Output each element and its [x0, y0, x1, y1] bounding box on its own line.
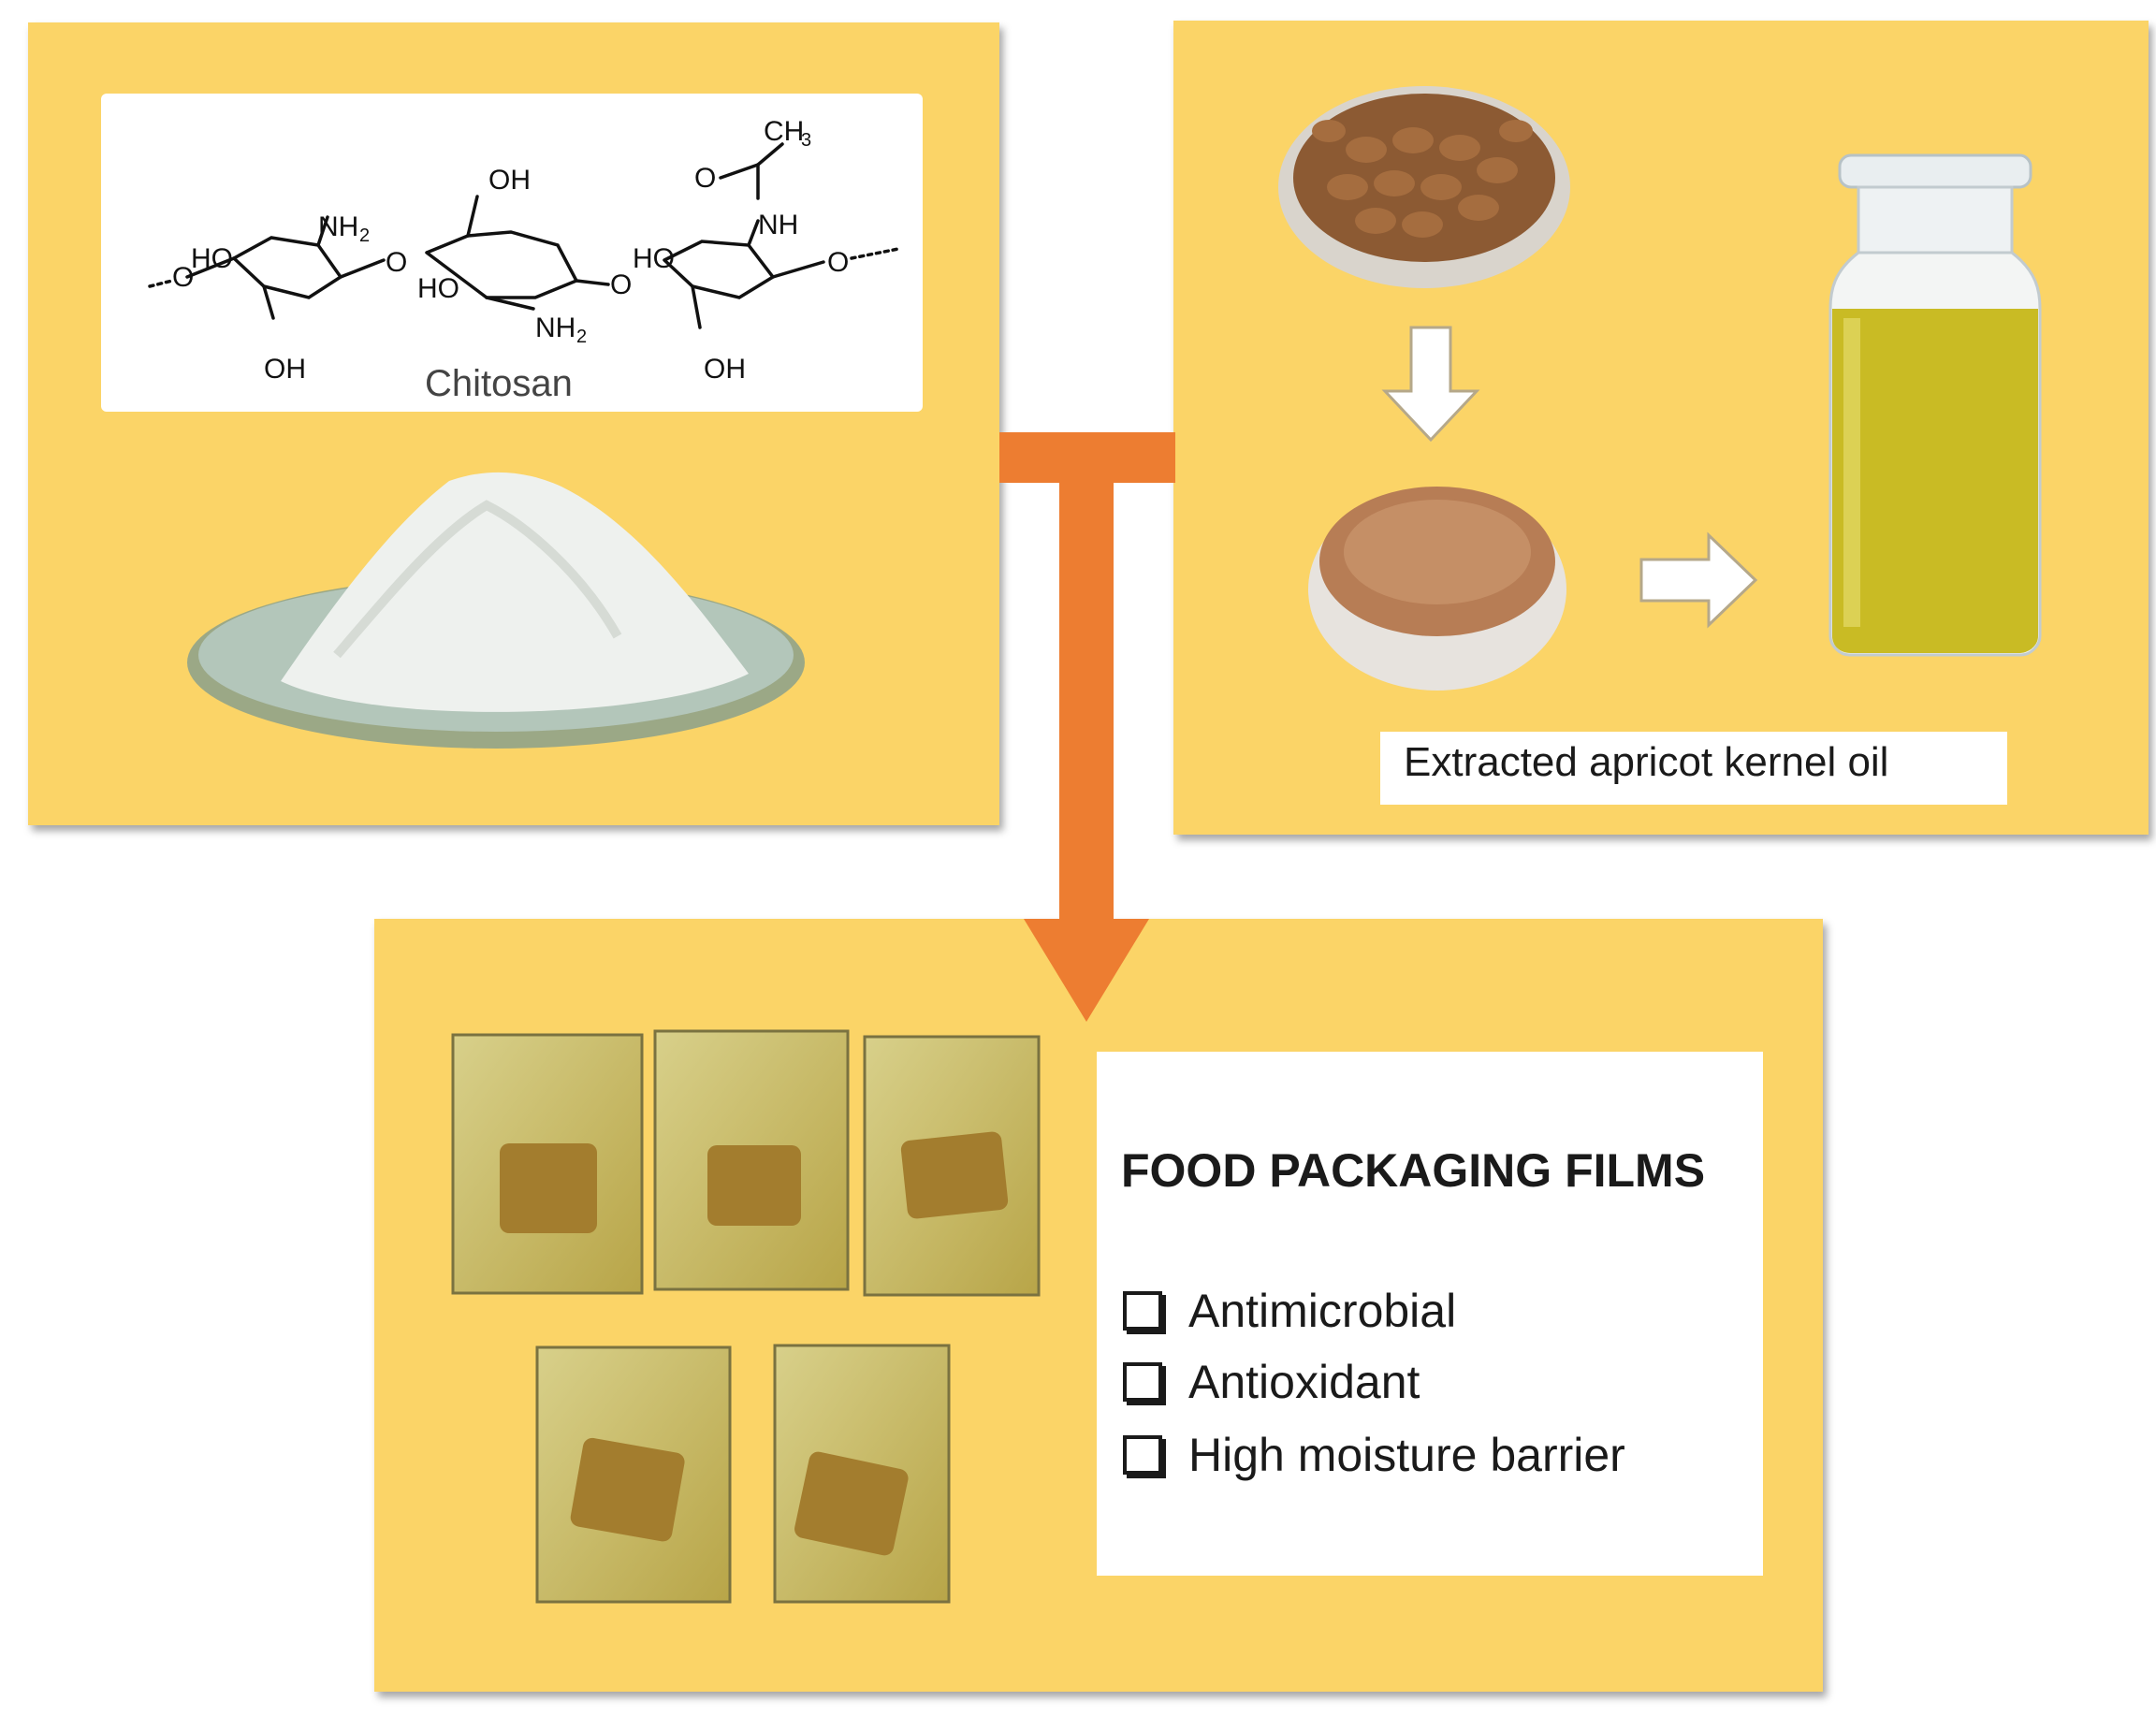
property-item: High moisture barrier — [1123, 1428, 1625, 1482]
chitosan-label: Chitosan — [425, 363, 573, 404]
films-title: FOOD PACKAGING FILMS — [1121, 1144, 1706, 1197]
checkbox-icon — [1123, 1291, 1162, 1331]
svg-text:O: O — [172, 262, 194, 293]
chitosan-structure-box — [101, 94, 923, 412]
svg-text:OH: OH — [264, 354, 306, 385]
svg-text:OH: OH — [488, 165, 531, 196]
svg-text:2: 2 — [576, 327, 587, 347]
svg-text:O: O — [694, 163, 716, 194]
svg-text:NH: NH — [535, 313, 575, 343]
svg-text:O: O — [386, 247, 407, 278]
svg-text:O: O — [610, 269, 632, 300]
property-item: Antioxidant — [1123, 1355, 1420, 1409]
oil-label-box — [1380, 732, 2007, 805]
svg-text:O: O — [827, 247, 849, 278]
checkbox-icon — [1123, 1435, 1162, 1475]
oil-label: Extracted apricot kernel oil — [1404, 739, 1889, 785]
svg-text:CH: CH — [764, 116, 804, 147]
svg-text:HO: HO — [417, 273, 459, 304]
svg-text:OH: OH — [704, 354, 746, 385]
svg-text:3: 3 — [801, 130, 811, 151]
checkbox-icon — [1123, 1362, 1162, 1402]
svg-text:NH: NH — [758, 210, 798, 240]
svg-text:NH: NH — [318, 211, 358, 242]
svg-text:HO: HO — [633, 243, 675, 274]
svg-text:2: 2 — [359, 225, 370, 246]
svg-text:HO: HO — [191, 243, 233, 274]
films-info-box — [1097, 1052, 1763, 1576]
property-item: Antimicrobial — [1123, 1284, 1456, 1338]
